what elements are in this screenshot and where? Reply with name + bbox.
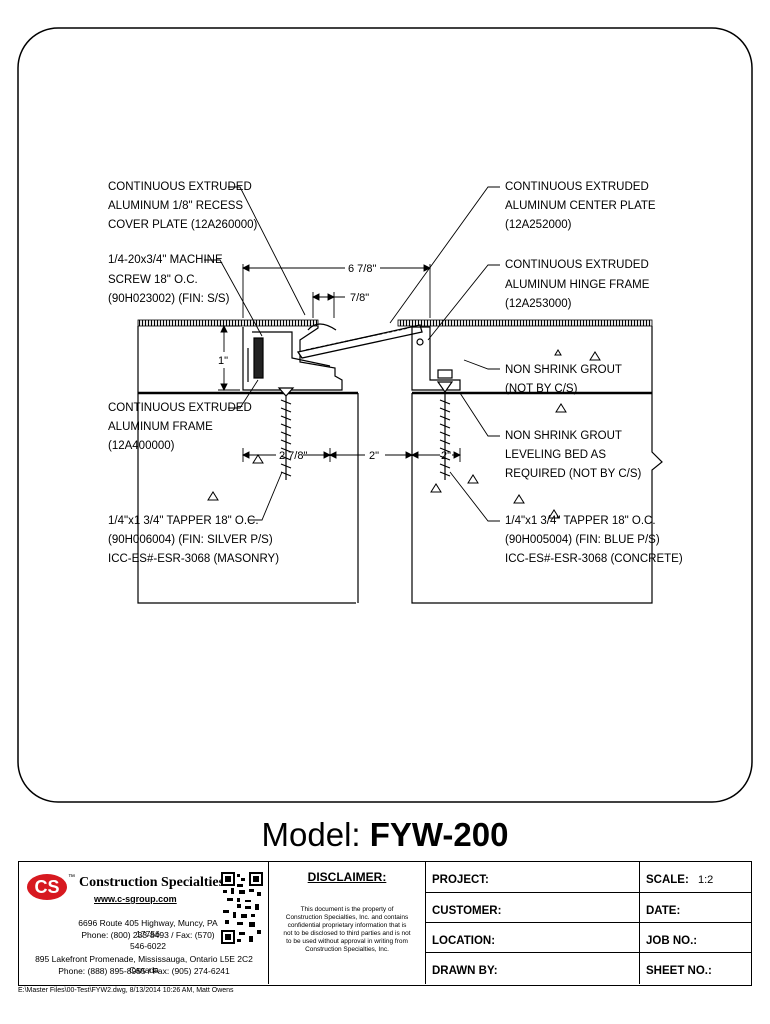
field-drawn-by-label: DRAWN BY: bbox=[432, 965, 498, 977]
company-website[interactable]: www.c-sgroup.com bbox=[94, 894, 177, 904]
center-plate bbox=[296, 323, 423, 359]
model-name: FYW-200 bbox=[369, 816, 509, 853]
center-plate-line-2: ALUMINUM CENTER PLATE bbox=[505, 200, 656, 212]
field-sheet-no[interactable]: SHEET NO.: bbox=[640, 953, 751, 984]
grout-line-2: (NOT BY C/S) bbox=[505, 383, 578, 395]
field-scale-label: SCALE: bbox=[646, 874, 689, 886]
cover-plate-line-3: COVER PLATE (12A260000) bbox=[108, 219, 258, 231]
hinge-frame-line-1: CONTINUOUS EXTRUDED bbox=[505, 259, 649, 271]
dim-lip: 7/8" bbox=[350, 292, 369, 304]
aggregate-marks bbox=[207, 349, 601, 519]
tapper-right-line-1: 1/4"x1 3/4" TAPPER 18" O.C. bbox=[505, 515, 656, 527]
callout-aluminum-frame: CONTINUOUS EXTRUDED ALUMINUM FRAME (12A4… bbox=[108, 402, 252, 452]
field-drawn-by[interactable]: DRAWN BY: bbox=[426, 953, 640, 984]
title-block: CS ™ Construction Specialties www.c-sgro… bbox=[18, 861, 752, 986]
field-customer[interactable]: CUSTOMER: bbox=[426, 893, 640, 923]
screw-left bbox=[277, 387, 295, 480]
floor-surface-right bbox=[397, 319, 653, 327]
callout-tapper-left: 1/4"x1 3/4" TAPPER 18" O.C. (90H006004) … bbox=[108, 515, 279, 565]
dim-overall: 6 7/8" bbox=[348, 263, 376, 275]
floor-surface-left bbox=[137, 319, 319, 327]
callout-hinge-frame: CONTINUOUS EXTRUDED ALUMINUM HINGE FRAME… bbox=[505, 259, 650, 310]
center-plate-line-3: (12A252000) bbox=[505, 219, 572, 231]
trademark: ™ bbox=[68, 874, 75, 881]
us-address: 6696 Route 405 Highway, Muncy, PA 17756 bbox=[78, 918, 218, 939]
disclaimer-title: DISCLAIMER: bbox=[307, 870, 387, 884]
callout-cover-plate: CONTINUOUS EXTRUDED ALUMINUM 1/8" RECESS… bbox=[108, 181, 258, 231]
canada-phone: Phone: (888) 895-8955 / Fax: (905) 274-6… bbox=[58, 966, 230, 976]
field-scale-value: 1:2 bbox=[698, 874, 714, 886]
dim-height: 1" bbox=[218, 355, 228, 367]
model-title: Model: FYW-200 bbox=[0, 816, 770, 854]
aluminum-frame-line-2: ALUMINUM FRAME bbox=[108, 421, 213, 433]
right-hinge-frame bbox=[411, 326, 461, 391]
grout-bed-line-3: REQUIRED (NOT BY C/S) bbox=[505, 468, 641, 480]
right-substrate bbox=[411, 326, 663, 604]
field-job-no[interactable]: JOB NO.: bbox=[640, 923, 751, 953]
field-location[interactable]: LOCATION: bbox=[426, 923, 640, 953]
dim-right-frame: 2" bbox=[441, 450, 451, 462]
drawing-border bbox=[17, 27, 753, 803]
field-sheet-no-label: SHEET NO.: bbox=[646, 965, 712, 977]
callout-grout: NON SHRINK GROUT (NOT BY C/S) bbox=[505, 364, 622, 395]
dim-gap: 2" bbox=[369, 450, 379, 462]
cover-plate-line-1: CONTINUOUS EXTRUDED bbox=[108, 181, 252, 193]
file-path: E:\Master Files\00-Test\FYW2.dwg, 8/13/2… bbox=[18, 987, 234, 994]
field-customer-label: CUSTOMER: bbox=[432, 905, 502, 917]
machine-screw-line-1: 1/4-20x3/4" MACHINE bbox=[108, 254, 223, 266]
aluminum-frame-line-3: (12A400000) bbox=[108, 440, 175, 452]
company-logo: CS bbox=[27, 874, 67, 900]
hinge-frame-line-2: ALUMINUM HINGE FRAME bbox=[505, 279, 650, 291]
tapper-right-line-2: (90H005004) (FIN: BLUE P/S) bbox=[505, 534, 660, 546]
field-scale[interactable]: SCALE: 1:2 bbox=[640, 862, 751, 893]
field-project[interactable]: PROJECT: bbox=[426, 862, 640, 893]
grout-line-1: NON SHRINK GROUT bbox=[505, 364, 622, 376]
disclaimer-text: This document is the property of Constru… bbox=[283, 906, 411, 953]
field-date[interactable]: DATE: bbox=[640, 893, 751, 923]
tapper-left-line-3: ICC-ES#-ESR-3068 (MASONRY) bbox=[108, 553, 279, 565]
callout-center-plate: CONTINUOUS EXTRUDED ALUMINUM CENTER PLAT… bbox=[505, 181, 656, 231]
field-date-label: DATE: bbox=[646, 905, 681, 917]
company-cell: CS ™ Construction Specialties www.c-sgro… bbox=[19, 862, 269, 984]
field-job-no-label: JOB NO.: bbox=[646, 935, 698, 947]
us-phone: Phone: (800) 233-8493 / Fax: (570) 546-6… bbox=[81, 930, 215, 951]
disclaimer-cell: DISCLAIMER: This document is the propert… bbox=[269, 862, 426, 984]
machine-screw-line-2: SCREW 18" O.C. bbox=[108, 274, 198, 286]
canada-address: 895 Lakefront Promenade, Mississauga, On… bbox=[35, 954, 253, 975]
left-substrate bbox=[137, 326, 359, 604]
tapper-right-line-3: ICC-ES#-ESR-3068 (CONCRETE) bbox=[505, 553, 683, 565]
machine-screw-line-3: (90H023002) (FIN: S/S) bbox=[108, 293, 230, 305]
cover-plate-line-2: ALUMINUM 1/8" RECESS bbox=[108, 200, 243, 212]
center-plate-line-1: CONTINUOUS EXTRUDED bbox=[505, 181, 649, 193]
tapper-left-line-1: 1/4"x1 3/4" TAPPER 18" O.C. bbox=[108, 515, 259, 527]
callout-machine-screw: 1/4-20x3/4" MACHINE SCREW 18" O.C. (90H0… bbox=[108, 254, 230, 305]
hinge-frame-line-3: (12A253000) bbox=[505, 298, 572, 310]
qr-code-bottom bbox=[221, 902, 263, 944]
company-name: Construction Specialties bbox=[79, 875, 225, 890]
leaders bbox=[204, 186, 500, 522]
grout-bed-line-1: NON SHRINK GROUT bbox=[505, 430, 622, 442]
callout-grout-bed: NON SHRINK GROUT LEVELING BED AS REQUIRE… bbox=[505, 430, 641, 480]
tapper-left-line-2: (90H006004) (FIN: SILVER P/S) bbox=[108, 534, 273, 546]
callout-tapper-right: 1/4"x1 3/4" TAPPER 18" O.C. (90H005004) … bbox=[505, 515, 683, 565]
aluminum-frame-line-1: CONTINUOUS EXTRUDED bbox=[108, 402, 252, 414]
model-prefix: Model: bbox=[261, 816, 361, 853]
dim-left-frame: 2 7/8" bbox=[279, 450, 307, 462]
left-aluminum-frame bbox=[242, 326, 343, 391]
screw-right bbox=[436, 381, 454, 480]
field-location-label: LOCATION: bbox=[432, 935, 496, 947]
field-project-label: PROJECT: bbox=[432, 874, 489, 886]
grout-bed-line-2: LEVELING BED AS bbox=[505, 449, 606, 461]
